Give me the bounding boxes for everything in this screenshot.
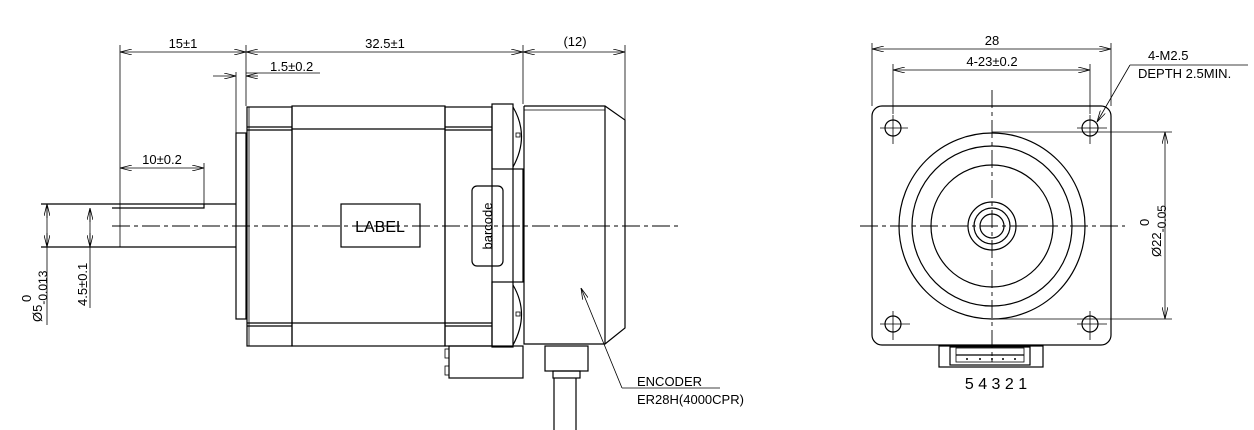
dim-pilot-dia: Ø22-0.05 bbox=[1149, 205, 1169, 257]
dim-shaft-length: 15±1 bbox=[169, 36, 198, 51]
shaft-diameter-dims: Ø5-0.013 0 4.5±0.1 bbox=[19, 204, 90, 325]
shaft bbox=[41, 203, 236, 248]
encoder-callout-line2: ER28H(4000CPR) bbox=[637, 392, 744, 407]
dim-flat-length: 10±0.2 bbox=[142, 152, 182, 167]
dim-width: 28 bbox=[985, 33, 999, 48]
hole-callout-line1: 4-M2.5 bbox=[1148, 48, 1188, 63]
dim-pilot-dia-upper: 0 bbox=[1137, 219, 1152, 226]
dim-shaft-dia: Ø5-0.013 bbox=[30, 270, 50, 322]
connector: 5 4 3 2 1 bbox=[938, 345, 1044, 393]
front-view: 5 4 3 2 1 28 4-23±0.2 Ø22-0.05 0 4-M2.5 … bbox=[860, 33, 1248, 393]
hole-callout-line2: DEPTH 2.5MIN. bbox=[1138, 66, 1231, 81]
label-box bbox=[340, 203, 421, 248]
dim-hole-spacing: 4-23±0.2 bbox=[966, 54, 1017, 69]
dim-pilot-height: 1.5±0.2 bbox=[270, 59, 313, 74]
connector-pin-numbers: 5 4 3 2 1 bbox=[965, 376, 1027, 393]
dim-shaft-dia-upper: 0 bbox=[19, 295, 34, 302]
front-dimensions: 28 4-23±0.2 Ø22-0.05 0 4-M2.5 DEPTH 2.5M… bbox=[871, 33, 1248, 320]
dim-encoder-length: (12) bbox=[563, 34, 586, 49]
dim-body-length: 32.5±1 bbox=[365, 36, 405, 51]
top-dimensions: 15±1 32.5±1 (12) 1.5±0.2 10±0.2 bbox=[119, 34, 626, 247]
mounting-holes bbox=[880, 115, 1107, 340]
side-view: 15±1 32.5±1 (12) 1.5±0.2 10±0.2 bbox=[19, 34, 744, 430]
encoder: ENCODER ER28H(4000CPR) bbox=[523, 105, 744, 430]
dim-flat-height: 4.5±0.1 bbox=[75, 263, 90, 306]
encoder-callout-line1: ENCODER bbox=[637, 374, 702, 389]
label-text: LABEL bbox=[355, 219, 405, 236]
motor-body: LABEL barcode bbox=[235, 103, 524, 379]
